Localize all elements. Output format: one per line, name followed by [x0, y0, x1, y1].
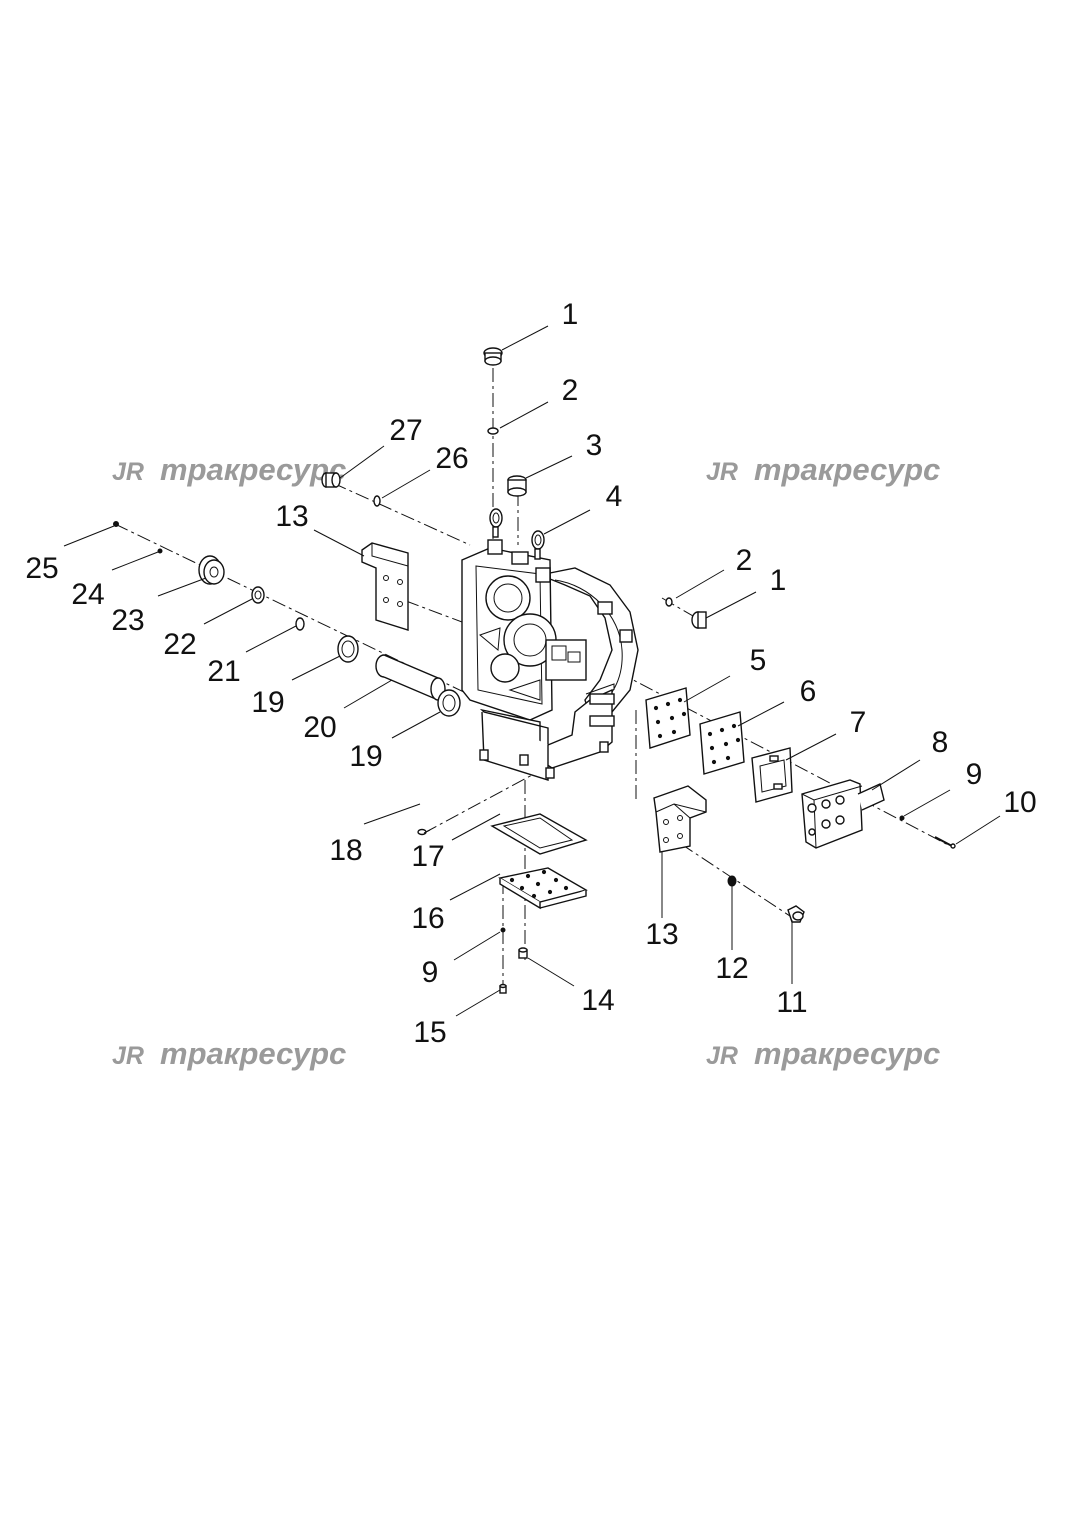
part-plate-7	[751, 747, 793, 803]
callout-20: 20	[303, 711, 336, 744]
part-bracket-13-lower	[653, 785, 707, 853]
callout-12: 12	[715, 952, 748, 985]
part-flange-23	[198, 555, 225, 585]
callout-1: 1	[770, 564, 787, 597]
part-screw-25	[113, 521, 119, 527]
watermark-logo: JR	[112, 1042, 144, 1070]
part-gasket-19-upper	[337, 635, 359, 663]
part-plate-6	[699, 711, 745, 775]
part-plug-1-top	[483, 347, 503, 366]
callout-25: 25	[25, 552, 58, 585]
callout-26: 26	[435, 442, 468, 475]
part-bolt-11	[787, 905, 805, 923]
part-o-ring-2-right	[665, 597, 673, 607]
callout-11: 11	[776, 986, 807, 1019]
watermark-brand: тракресурс	[160, 452, 346, 487]
callout-19: 19	[251, 686, 284, 719]
callout-27: 27	[389, 414, 422, 447]
part-cap-3	[507, 475, 527, 497]
part-bolt-18	[417, 828, 431, 836]
callout-2: 2	[736, 544, 753, 577]
callout-1: 1	[562, 298, 579, 331]
callout-21: 21	[207, 655, 240, 688]
callout-14: 14	[581, 984, 614, 1017]
transmission-housing	[461, 539, 639, 781]
part-seal-22	[251, 586, 265, 604]
part-o-ring-21	[295, 617, 305, 631]
callout-9: 9	[966, 758, 983, 791]
part-plug-27	[321, 472, 341, 488]
watermark-top-right: JR тракресурс	[706, 452, 940, 487]
part-eye-bolt-4	[489, 508, 545, 560]
callout-15: 15	[413, 1016, 446, 1049]
callout-23: 23	[111, 604, 144, 637]
part-washer-9-right	[899, 815, 905, 821]
part-sleeve-20	[375, 654, 446, 702]
part-gasket-17	[490, 813, 588, 855]
part-washer-24	[157, 548, 163, 554]
part-o-ring-2-top	[487, 427, 499, 435]
watermark-logo: JR	[706, 1042, 738, 1070]
callout-5: 5	[750, 644, 767, 677]
part-o-ring-26	[373, 495, 381, 507]
watermark-bottom-left: JR тракресурс	[112, 1036, 346, 1071]
part-screw-15	[499, 983, 507, 994]
part-plate-5	[645, 687, 691, 749]
part-drain-plug-14	[518, 947, 528, 959]
leader-lines	[63, 325, 1001, 1017]
part-oil-pan-16	[498, 867, 588, 910]
callout-labels: 1 2 27 26 3 4 13 25 24 23 22 21 19 20 19…	[25, 298, 1036, 1049]
callout-24: 24	[71, 578, 104, 611]
watermark-brand: тракресурс	[160, 1036, 346, 1071]
callout-22: 22	[163, 628, 196, 661]
callout-19: 19	[349, 740, 382, 773]
callout-8: 8	[932, 726, 949, 759]
callout-13: 13	[645, 918, 678, 951]
callout-16: 16	[411, 902, 444, 935]
callout-3: 3	[586, 429, 603, 462]
watermark-bottom-right: JR тракресурс	[706, 1036, 940, 1071]
part-washer-9-lower	[500, 927, 506, 933]
callout-13: 13	[275, 500, 308, 533]
callout-6: 6	[800, 675, 817, 708]
watermark-logo: JR	[706, 458, 738, 486]
part-bracket-13-upper	[361, 542, 409, 631]
callout-10: 10	[1003, 786, 1036, 819]
watermark-logo: JR	[112, 458, 144, 486]
part-valve-block-8	[801, 779, 885, 849]
part-nut-12	[727, 875, 737, 887]
watermark-brand: тракресурс	[754, 1036, 940, 1071]
part-gasket-19-lower	[437, 689, 461, 717]
watermark-top-left: JR тракресурс	[112, 452, 346, 487]
callout-7: 7	[850, 706, 867, 739]
watermark-brand: тракресурс	[754, 452, 940, 487]
part-plug-1-right	[691, 611, 707, 629]
callout-2: 2	[562, 374, 579, 407]
callout-17: 17	[411, 840, 444, 873]
part-bolt-10	[934, 836, 956, 849]
callout-18: 18	[329, 834, 362, 867]
callout-4: 4	[606, 480, 623, 513]
callout-9: 9	[422, 956, 439, 989]
